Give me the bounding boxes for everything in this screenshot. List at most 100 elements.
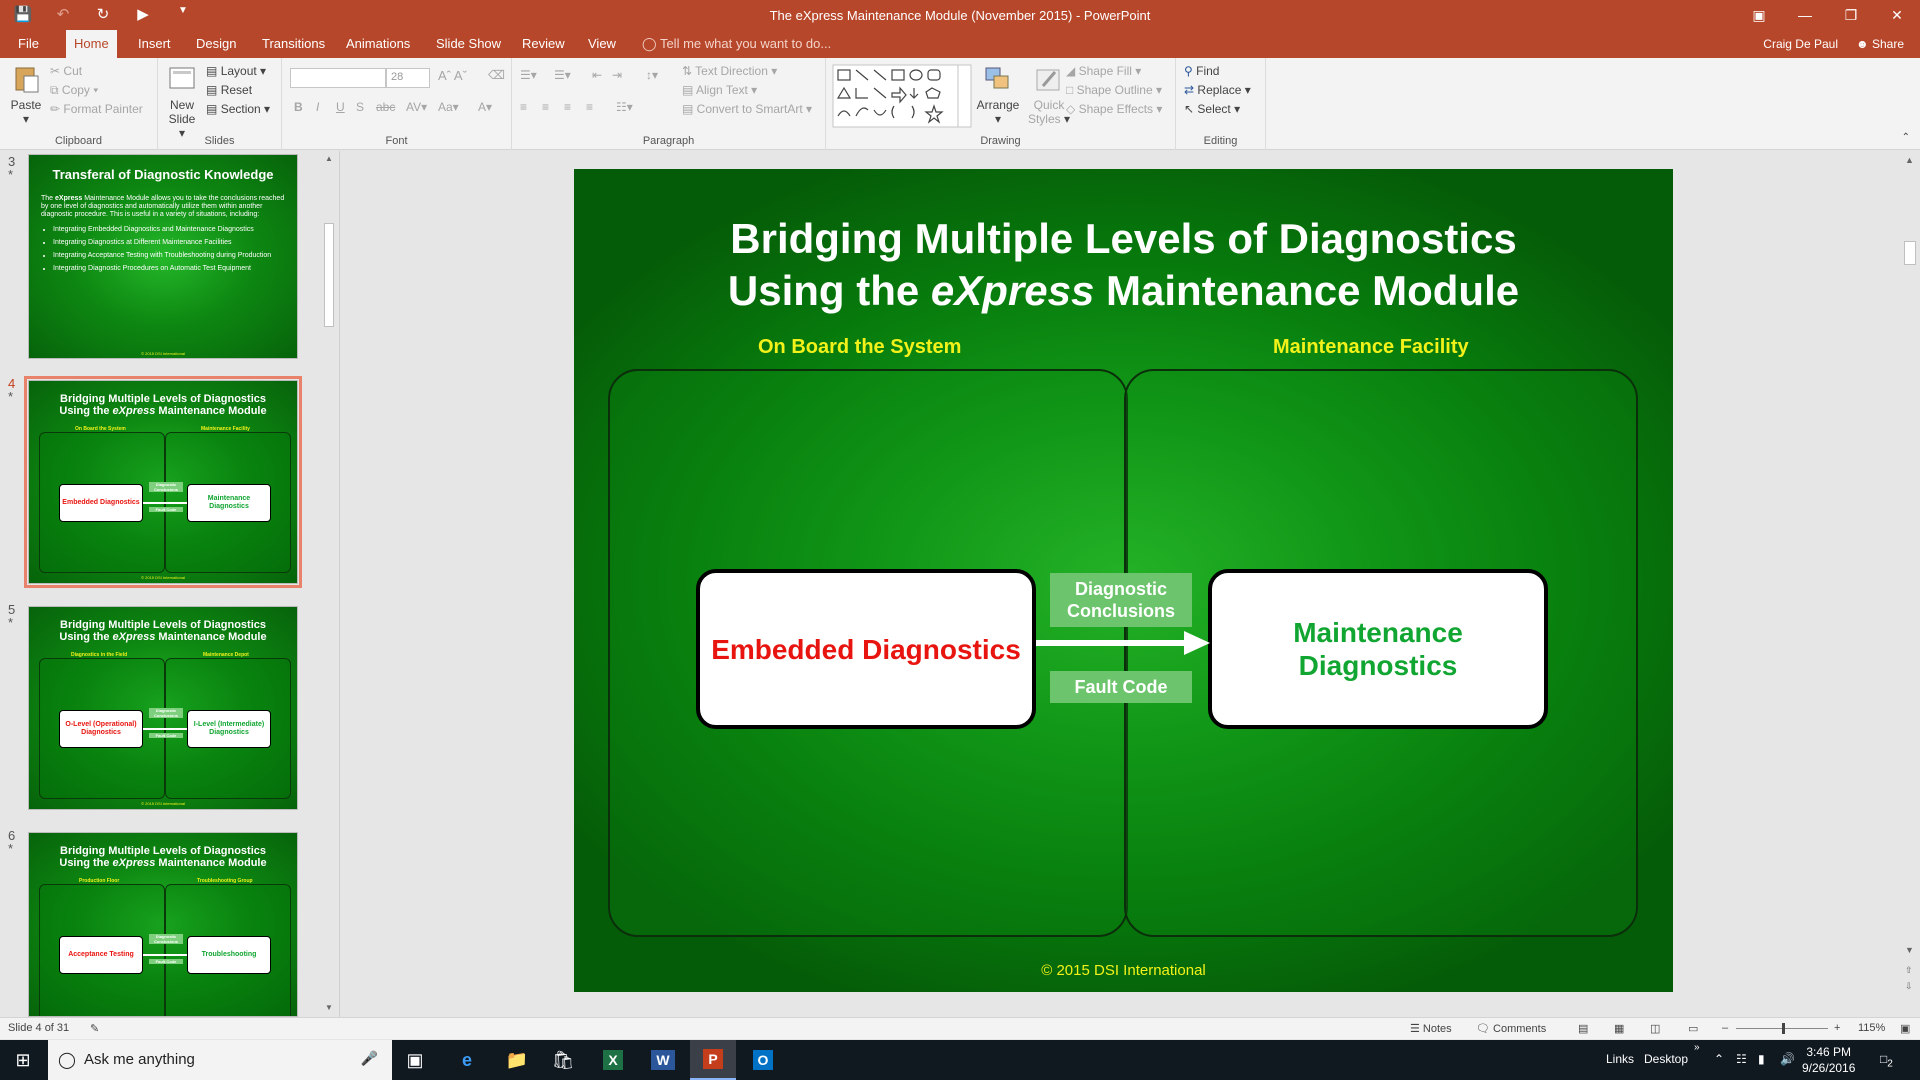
tab-slide-show[interactable]: Slide Show xyxy=(436,36,502,51)
grow-font-icon[interactable]: Aˆ Aˇ xyxy=(438,68,467,83)
paste-button[interactable]: Paste▾ xyxy=(6,64,46,126)
underline-icon[interactable]: U xyxy=(336,100,345,114)
restore-button[interactable]: ❐ xyxy=(1844,7,1858,23)
convert-smartart-button[interactable]: ▤ Convert to SmartArt ▾ xyxy=(682,102,813,116)
layout-button[interactable]: ▤ Layout ▾ xyxy=(206,64,267,78)
tab-insert[interactable]: Insert xyxy=(138,36,171,51)
fit-to-window-icon[interactable]: ▣ xyxy=(1900,1023,1911,1035)
store-icon[interactable]: 🛍 xyxy=(551,1049,575,1070)
font-name-combo[interactable] xyxy=(290,68,386,88)
font-size-combo[interactable]: 28 xyxy=(386,68,430,88)
links-toolbar[interactable]: Links xyxy=(1606,1052,1635,1066)
scroll-thumb[interactable] xyxy=(324,223,334,327)
save-icon[interactable]: 💾 xyxy=(13,6,33,23)
collapse-ribbon-icon[interactable]: ⌃ xyxy=(1901,132,1910,143)
increase-indent-icon[interactable]: ⇥ xyxy=(612,68,623,82)
tell-me-box[interactable]: ◯ Tell me what you want to do... xyxy=(642,30,831,58)
clock[interactable]: 3:46 PM 9/26/2016 xyxy=(1802,1044,1855,1076)
fault-code-label[interactable]: Fault Code xyxy=(1050,671,1192,703)
close-button[interactable]: ✕ xyxy=(1891,7,1903,23)
undo-icon[interactable]: ↶ xyxy=(56,6,70,23)
justify-icon[interactable]: ≡ xyxy=(586,100,594,114)
columns-icon[interactable]: ☷▾ xyxy=(616,100,633,114)
minimize-button[interactable]: — xyxy=(1798,7,1812,23)
select-button[interactable]: ↖ Select ▾ xyxy=(1184,102,1241,116)
zoom-level[interactable]: 115% xyxy=(1858,1022,1886,1034)
current-slide[interactable]: Bridging Multiple Levels of Diagnostics … xyxy=(574,169,1673,992)
decrease-indent-icon[interactable]: ⇤ xyxy=(592,68,603,82)
transfer-arrow[interactable] xyxy=(1036,631,1210,655)
zoom-out-icon[interactable]: – xyxy=(1722,1022,1729,1034)
format-painter-button[interactable]: ✏ Format Painter xyxy=(50,102,143,116)
tab-file[interactable]: File xyxy=(18,36,39,51)
desktop-toolbar[interactable]: Desktop xyxy=(1644,1052,1689,1066)
slide-title[interactable]: Bridging Multiple Levels of Diagnostics … xyxy=(727,215,1520,314)
edge-icon[interactable]: e xyxy=(461,1049,472,1070)
character-spacing-icon[interactable]: AV▾ xyxy=(406,100,428,114)
slide-scrollbar[interactable]: ▲ ▼ ⇧ ⇩ xyxy=(1900,151,1920,1017)
microphone-icon[interactable]: 🎤 xyxy=(360,1050,378,1066)
align-right-icon[interactable]: ≡ xyxy=(564,100,572,114)
tab-view[interactable]: View xyxy=(588,36,616,51)
excel-icon[interactable]: X xyxy=(590,1040,636,1080)
replace-button[interactable]: ⇄ Replace ▾ xyxy=(1184,83,1251,97)
align-left-icon[interactable]: ≡ xyxy=(520,100,528,114)
word-icon[interactable]: W xyxy=(640,1040,686,1080)
bullets-icon[interactable]: ☰▾ xyxy=(520,68,537,82)
shape-outline-button[interactable]: □ Shape Outline ▾ xyxy=(1066,83,1163,97)
volume-icon[interactable]: 🔊 xyxy=(1780,1052,1795,1066)
scroll-thumb[interactable] xyxy=(1904,241,1916,265)
tab-home[interactable]: Home xyxy=(66,30,117,58)
user-name[interactable]: Craig De Paul xyxy=(1763,37,1838,51)
previous-slide-icon[interactable]: ⇧ xyxy=(1905,965,1913,975)
reading-view-icon[interactable]: ◫ xyxy=(1650,1023,1661,1035)
customize-qat-icon[interactable]: ▼ xyxy=(178,5,188,16)
align-text-button[interactable]: ▤ Align Text ▾ xyxy=(682,83,758,97)
text-direction-button[interactable]: ⇅ Text Direction ▾ xyxy=(682,64,778,78)
network-icon[interactable]: ☷ xyxy=(1736,1052,1747,1066)
reset-button[interactable]: ▤ Reset xyxy=(206,83,253,97)
maintenance-diagnostics-box[interactable]: Maintenance Diagnostics xyxy=(1208,569,1548,729)
notes-button[interactable]: ☰ Notes xyxy=(1410,1023,1452,1035)
tab-review[interactable]: Review xyxy=(522,36,565,51)
tab-design[interactable]: Design xyxy=(196,36,237,51)
embedded-diagnostics-box[interactable]: Embedded Diagnostics xyxy=(696,569,1036,729)
ribbon-display-options-icon[interactable]: ▣ xyxy=(1752,7,1766,23)
spelling-icon[interactable]: ✎ xyxy=(90,1023,100,1035)
scroll-down-icon[interactable]: ▼ xyxy=(1905,945,1914,955)
cut-button[interactable]: ✂ Cut xyxy=(50,64,83,78)
thumbnail-scrollbar[interactable]: ▲ ▼ xyxy=(322,151,336,1017)
strikethrough-icon[interactable]: abc xyxy=(376,100,396,114)
redo-icon[interactable]: ↻ xyxy=(96,6,110,23)
right-subtitle[interactable]: Maintenance Facility xyxy=(1273,336,1469,358)
battery-icon[interactable]: ▮ xyxy=(1758,1052,1765,1066)
file-explorer-icon[interactable]: 📁 xyxy=(505,1049,529,1070)
task-view-icon[interactable]: ▣ xyxy=(406,1049,424,1070)
zoom-slider-thumb[interactable] xyxy=(1782,1023,1785,1034)
align-center-icon[interactable]: ≡ xyxy=(542,100,550,114)
shadow-icon[interactable]: S xyxy=(356,100,365,114)
left-subtitle[interactable]: On Board the System xyxy=(758,336,962,358)
outlook-icon[interactable]: O xyxy=(740,1040,786,1080)
scroll-down-icon[interactable]: ▼ xyxy=(325,1003,333,1012)
start-from-beginning-icon[interactable]: ▶ xyxy=(137,6,149,23)
shapes-gallery[interactable] xyxy=(832,64,972,128)
bold-icon[interactable]: B xyxy=(294,100,303,114)
slide-sorter-icon[interactable]: ▦ xyxy=(1614,1023,1625,1035)
toolbar-overflow-icon[interactable]: » xyxy=(1694,1042,1700,1053)
windows-start-icon[interactable]: ⊞ xyxy=(15,1049,31,1070)
clear-formatting-icon[interactable]: ⌫ xyxy=(488,68,505,82)
numbering-icon[interactable]: ☰▾ xyxy=(554,68,571,82)
shape-fill-button[interactable]: ◢ Shape Fill ▾ xyxy=(1066,64,1142,78)
powerpoint-icon[interactable]: P xyxy=(690,1040,736,1080)
section-button[interactable]: ▤ Section ▾ xyxy=(206,102,271,116)
cortana-search[interactable]: ◯ Ask me anything 🎤 xyxy=(48,1040,392,1080)
tab-transitions[interactable]: Transitions xyxy=(262,36,326,51)
italic-icon[interactable]: I xyxy=(316,100,320,114)
action-center-icon[interactable]: □2 xyxy=(1880,1052,1893,1070)
slide-thumbnail-3[interactable]: Transferal of Diagnostic Knowledge The e… xyxy=(28,154,298,359)
